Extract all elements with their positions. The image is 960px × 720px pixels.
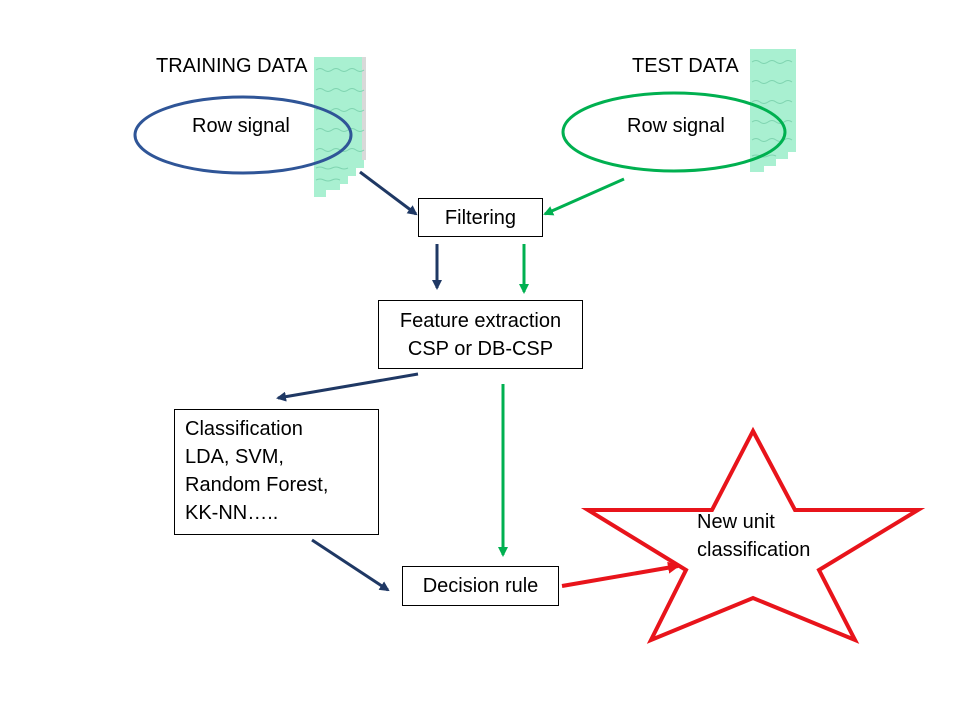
test-data-title: TEST DATA <box>632 55 739 77</box>
arrow-feature-to-classification <box>276 372 419 402</box>
classification-box: Classification LDA, SVM, Random Forest, … <box>174 409 379 535</box>
training-signal-stack-icon <box>314 57 366 197</box>
decision-rule-label: Decision rule <box>422 575 539 597</box>
training-signal-ellipse <box>133 95 353 175</box>
decision-rule-box: Decision rule <box>402 566 559 606</box>
classification-line4: KK-NN….. <box>185 502 279 524</box>
result-star-shape <box>580 426 926 644</box>
feature-extraction-line2: CSP or DB-CSP <box>407 338 554 360</box>
arrow-decision-to-result <box>561 561 680 588</box>
classification-line1: Classification <box>185 418 303 440</box>
classification-line3: Random Forest, <box>185 474 329 496</box>
feature-extraction-line1: Feature extraction <box>399 310 562 332</box>
arrow-classification-to-decision <box>311 538 390 592</box>
arrow-test-to-filtering <box>543 177 625 216</box>
training-data-title: TRAINING DATA <box>156 55 308 77</box>
result-line2: classification <box>697 539 811 561</box>
test-signal-label: Row signal <box>627 115 725 137</box>
filtering-label: Filtering <box>444 207 517 229</box>
test-signal-ellipse <box>561 91 787 173</box>
arrow-training-to-filtering <box>359 170 418 216</box>
test-signal-stack-icon <box>750 49 796 172</box>
training-signal-label: Row signal <box>192 115 290 137</box>
classification-line2: LDA, SVM, <box>185 446 284 468</box>
filtering-box: Filtering <box>418 198 543 237</box>
feature-extraction-box: Feature extraction CSP or DB-CSP <box>378 300 583 369</box>
result-line1: New unit <box>697 511 775 533</box>
